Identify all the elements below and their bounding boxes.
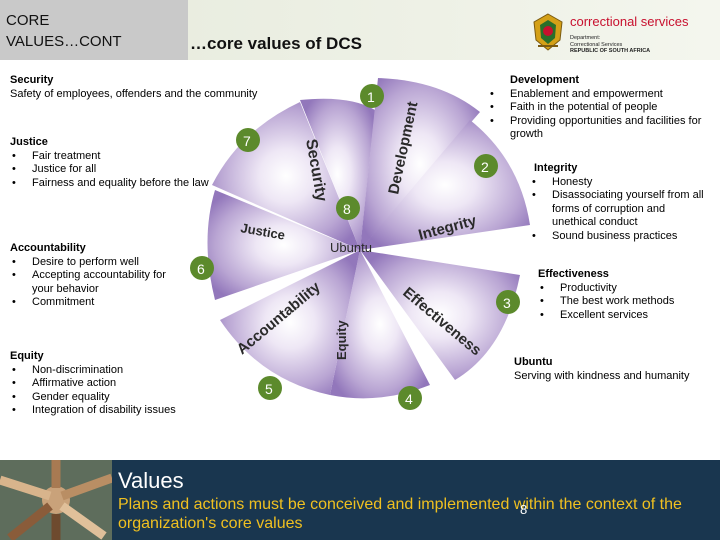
header-title-box [0,0,188,60]
effectiveness-block: Effectiveness Productivity The best work… [538,268,718,322]
development-item: Faith in the potential of people [488,101,713,115]
justice-item: Fairness and equality before the law [10,177,210,191]
equity-item: Non-discrimination [10,364,210,378]
page-number: 8 [520,502,528,517]
svg-text:7: 7 [243,133,251,149]
equity-item: Integration of disability issues [10,404,210,418]
slide-title-line1: CORE [6,12,50,29]
justice-item: Justice for all [10,163,210,177]
badge-6: 6 [190,256,214,280]
integrity-item: Honesty [530,176,710,190]
badge-3: 3 [496,290,520,314]
accountability-item: Desire to perform well [10,256,185,270]
badge-4: 4 [398,386,422,410]
badge-2: 2 [474,154,498,178]
svg-text:6: 6 [197,261,205,277]
justice-title: Justice [10,136,48,148]
effectiveness-item: Excellent services [538,309,718,323]
petal-justice [207,190,360,300]
security-desc: Safety of employees, offenders and the c… [10,87,258,100]
development-item: Enablement and empowerment [488,88,713,102]
svg-text:4: 4 [405,391,413,407]
brand-dept-line2: Correctional Services [570,41,623,48]
svg-text:3: 3 [503,295,511,311]
petal-accountability [220,250,360,395]
equity-item: Affirmative action [10,377,210,391]
equity-block: Equity Non-discrimination Affirmative ac… [10,350,210,418]
brand-dept-line3: REPUBLIC OF SOUTH AFRICA [570,48,651,54]
badge-7: 7 [236,128,260,152]
svg-text:2: 2 [481,159,489,175]
brand-dept-line1: Department: [570,35,601,41]
integrity-block: Integrity Honesty Disassociating yoursel… [530,162,710,243]
justice-item: Fair treatment [10,150,210,164]
petal-equity [330,250,430,399]
hands-photo [0,460,112,540]
accountability-block: Accountability Desire to perform well Ac… [10,242,185,310]
security-title: Security [10,74,54,86]
slide-title: CORE VALUES…CONT [6,10,122,52]
development-item: Providing opportunities and facilities f… [488,115,713,142]
footer-text: Plans and actions must be conceived and … [118,496,682,532]
footer-title: Values [118,468,184,493]
petal-development [360,78,480,250]
wheel-center-label: Ubuntu [330,240,372,255]
badge-8: 8 [336,196,360,220]
petal-effectiveness [360,250,520,380]
ubuntu-desc: Serving with kindness and humanity [514,369,690,382]
slide-subtitle: …core values of DCS [190,34,362,53]
development-title: Development [510,74,580,86]
integrity-item: Sound business practices [530,230,710,244]
svg-text:1: 1 [367,89,375,105]
coat-of-arms-icon [528,12,568,52]
effectiveness-item: The best work methods [538,295,718,309]
justice-block: Justice Fair treatment Justice for all F… [10,136,210,190]
accountability-item: Accepting accountability for your behavi… [10,269,185,296]
badge-1: 1 [360,84,384,108]
ubuntu-title: Ubuntu [514,356,553,368]
equity-item: Gender equality [10,391,210,405]
brand-department: Department: Correctional Services REPUBL… [570,35,650,55]
integrity-item: Disassociating yourself from all forms o… [530,189,710,230]
brand-name: correctional services [570,14,689,29]
svg-text:5: 5 [265,381,273,397]
equity-title: Equity [10,350,44,362]
slide-title-line2: VALUES…CONT [6,33,122,50]
wheel-label-equity: Equity [334,320,349,360]
badge-5: 5 [258,376,282,400]
accountability-item: Commitment [10,296,185,310]
effectiveness-item: Productivity [538,282,718,296]
effectiveness-title: Effectiveness [538,268,609,280]
security-block: Security Safety of employees, offenders … [10,74,300,101]
integrity-title: Integrity [534,162,578,174]
accountability-title: Accountability [10,242,86,254]
wheel-petals [207,78,530,399]
footer-bar [0,460,720,540]
svg-text:8: 8 [343,201,351,217]
header-bar [0,0,720,60]
development-block: Development Enablement and empowerment F… [488,74,713,142]
ubuntu-block: Ubuntu Serving with kindness and humanit… [514,356,719,383]
petal-integrity [360,120,530,250]
